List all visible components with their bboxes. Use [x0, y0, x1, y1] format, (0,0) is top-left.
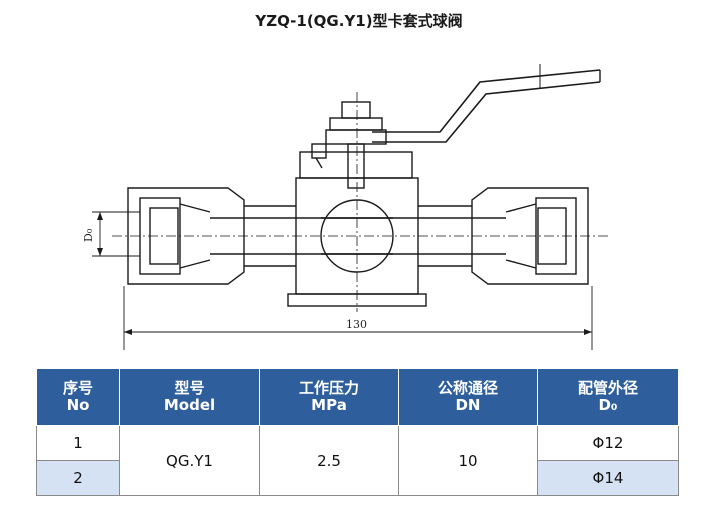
table-row: 2 Φ14: [36, 460, 679, 496]
cell-pipe-od: Φ12: [537, 425, 679, 461]
cell-no: 1: [36, 425, 120, 461]
table-row: 1 QG.Y1 2.5 10 Φ12: [36, 425, 679, 496]
cell-no: 2: [36, 460, 120, 496]
handle-lever: [372, 69, 601, 133]
left-fitting: [127, 187, 245, 285]
length-dimension-label: 130: [346, 318, 367, 331]
stem-nut: [341, 101, 371, 119]
ball-valve-drawing: 130 D₀: [82, 64, 608, 350]
page-title: YZQ-1(QG.Y1)型卡套式球阀: [255, 12, 463, 30]
cell-model: QG.Y1: [119, 425, 260, 496]
cell-pressure: 2.5: [259, 425, 399, 496]
right-fitting: [471, 187, 589, 285]
diameter-dimension-label: D₀: [82, 228, 95, 242]
cell-nominal-dn: 10: [398, 425, 538, 496]
cell-pipe-od: Φ14: [537, 460, 679, 496]
